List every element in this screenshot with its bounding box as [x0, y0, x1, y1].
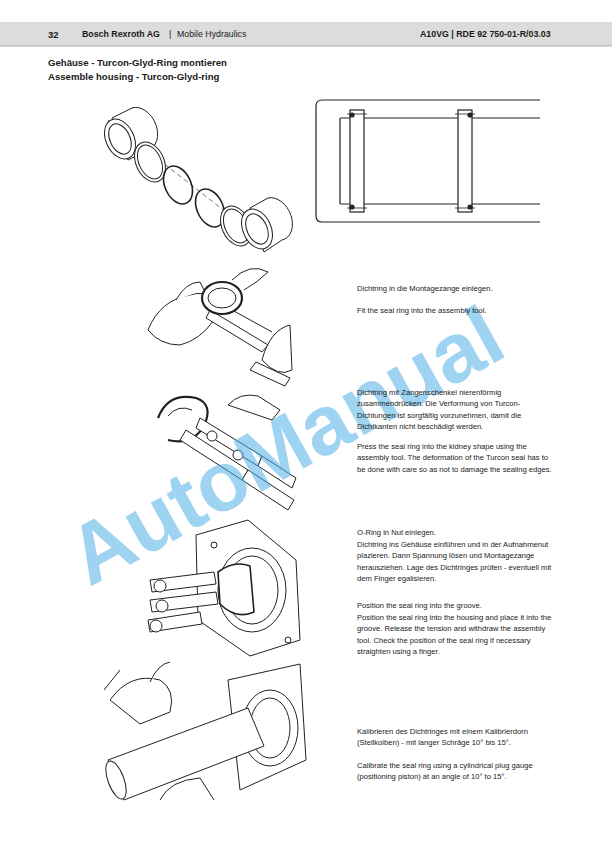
header-separator: | [169, 28, 171, 41]
page-subtitle: Assemble housing - Turcon-Glyd-ring [48, 70, 219, 84]
document-id: A10VG | RDE 92 750-01-R/03.03 [420, 28, 551, 41]
header-rule [0, 46, 612, 47]
instruction-en: Press the seal ring into the kidney shap… [357, 441, 557, 475]
instruction-de: Dichtring ins Gehäuse einführen und in d… [357, 539, 557, 585]
division-name: Mobile Hydraulics [177, 28, 246, 41]
instruction-en: Fit the seal ring into the assembly tool… [357, 305, 557, 316]
page-title: Gehäuse - Turcon-Glyd-Ring montieren [48, 56, 227, 70]
instruction-en: Calibrate the seal ring using a cylindri… [357, 760, 557, 783]
company-name: Bosch Rexroth AG [82, 28, 160, 41]
housing-section [316, 100, 540, 222]
instruction-de: O-Ring in Nut einlegen. [357, 527, 557, 538]
instruction-de: Kalibrieren des Dichtringes mit einem Ka… [357, 726, 557, 749]
instruction-en: Position the seal ring into the groove. [357, 600, 557, 611]
instruction-de: Dichtring in die Montagezange einlegen. [357, 283, 557, 294]
header-bar [0, 22, 612, 46]
plug-gauge-hands [102, 662, 306, 802]
page-number: 32 [48, 28, 59, 42]
pliers-hands [148, 268, 292, 386]
instruction-en: Position the seal ring into the housing … [357, 612, 557, 658]
exploded-rings [98, 107, 292, 254]
instruction-de: Dichtring mit Zangenschenkel nierenförmi… [357, 387, 557, 433]
